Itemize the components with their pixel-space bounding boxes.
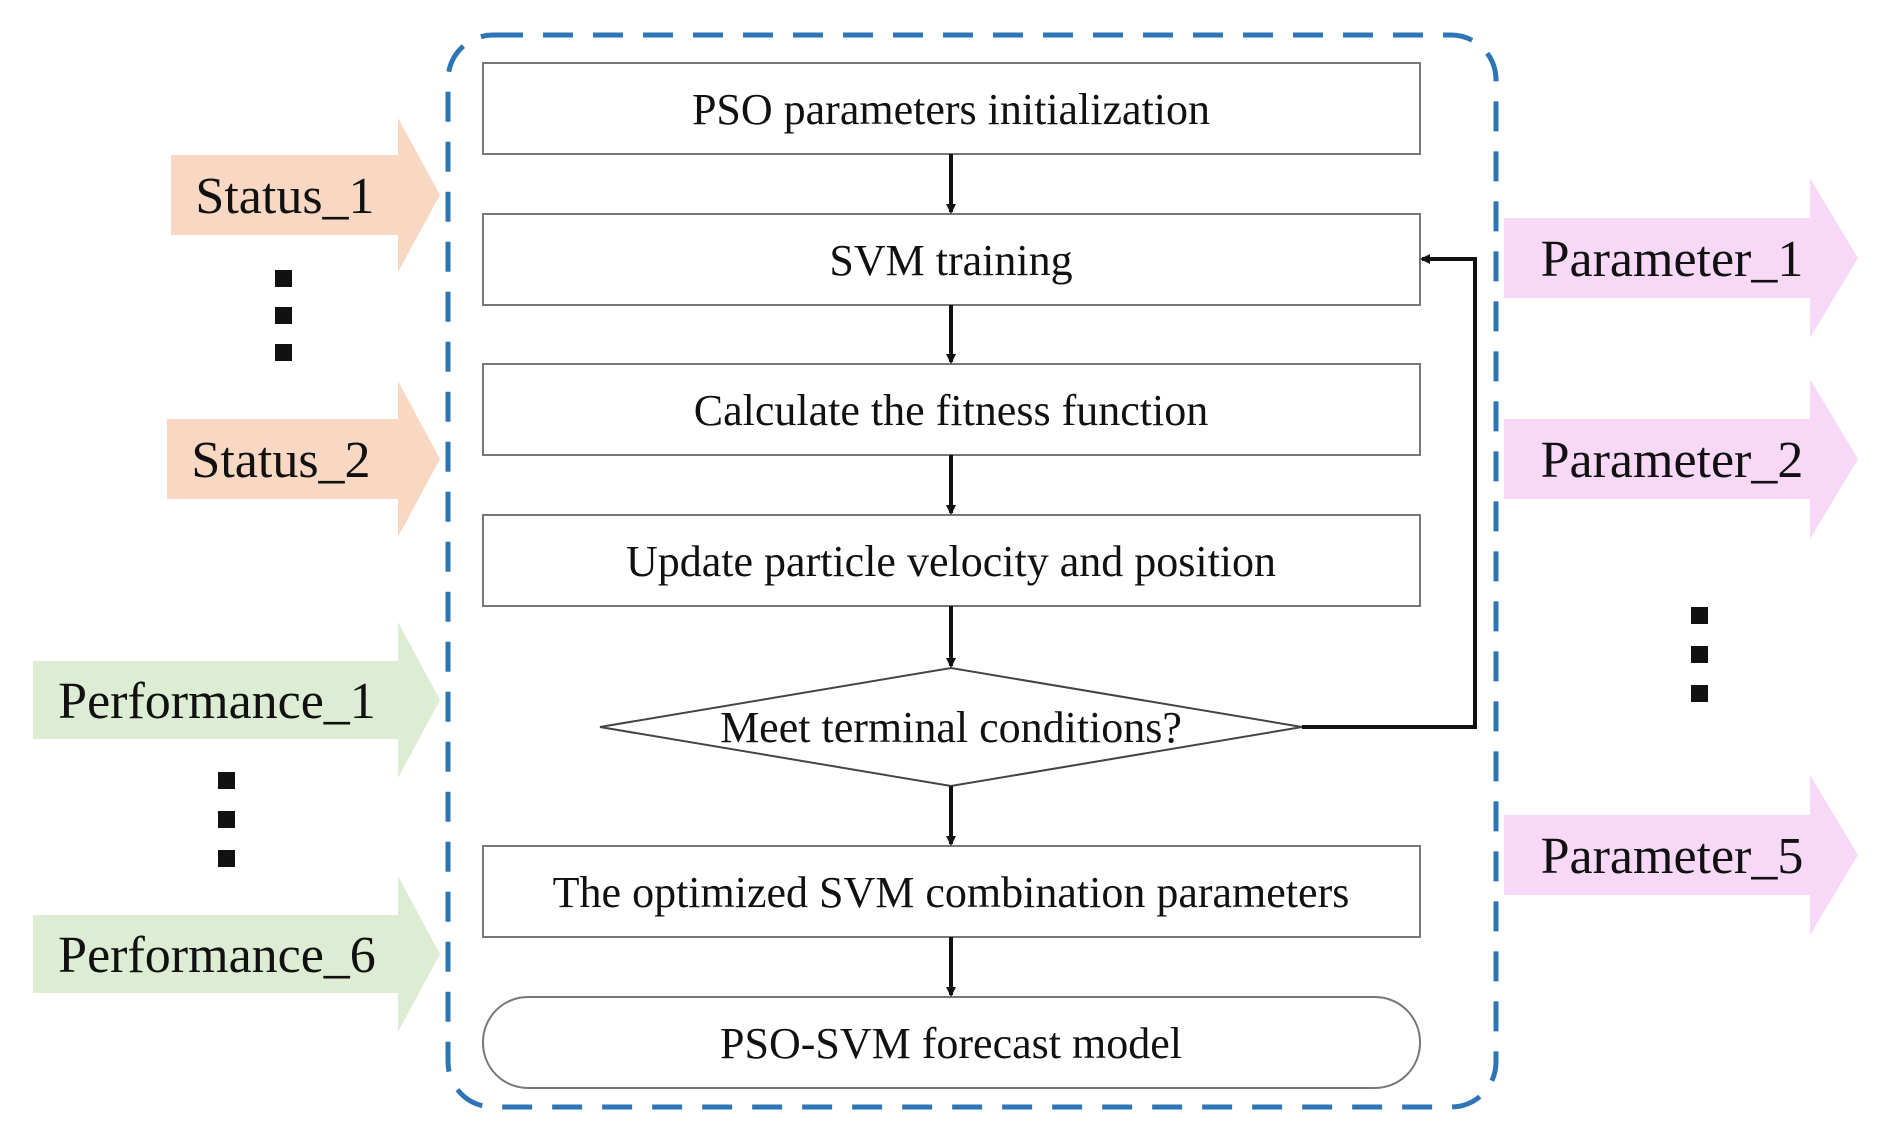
performance-6-label: Performance_6 bbox=[58, 927, 376, 984]
status-1-arrow bbox=[171, 118, 440, 272]
optimized-step-label: The optimized SVM combination parameters bbox=[553, 868, 1350, 917]
training-step-box bbox=[482, 213, 1421, 306]
performance-ellipsis bbox=[218, 772, 235, 867]
performance-1-label: Performance_1 bbox=[58, 673, 376, 730]
status-ellipsis bbox=[275, 270, 292, 361]
parameter-2-label: Parameter_2 bbox=[1541, 432, 1804, 489]
parameter-ellipsis bbox=[1691, 607, 1708, 702]
performance-6-arrow bbox=[33, 876, 440, 1032]
fitness-step-label: Calculate the fitness function bbox=[694, 386, 1208, 435]
parameter-5-label: Parameter_5 bbox=[1541, 828, 1804, 885]
init-step-label: PSO parameters initialization bbox=[692, 85, 1210, 134]
decision-label: Meet terminal conditions? bbox=[720, 703, 1182, 752]
pso-container-border bbox=[445, 32, 1499, 1110]
training-step-label: SVM training bbox=[829, 236, 1072, 285]
status-1-label: Status_1 bbox=[195, 168, 374, 225]
parameter-5-arrow bbox=[1504, 775, 1858, 935]
optimized-step-box bbox=[482, 845, 1421, 938]
parameter-2-arrow bbox=[1504, 379, 1858, 539]
init-step-box bbox=[482, 62, 1421, 155]
performance-1-arrow bbox=[33, 622, 440, 778]
parameter-1-arrow bbox=[1504, 178, 1858, 338]
fitness-step-box bbox=[482, 363, 1421, 456]
model-terminal-box bbox=[482, 996, 1421, 1089]
status-2-label: Status_2 bbox=[191, 432, 370, 489]
model-terminal-label: PSO-SVM forecast model bbox=[720, 1019, 1182, 1068]
status-2-arrow bbox=[167, 381, 440, 537]
update-step-label: Update particle velocity and position bbox=[626, 537, 1276, 586]
arrow-loop-back-to-training bbox=[1302, 254, 1477, 729]
parameter-1-label: Parameter_1 bbox=[1541, 231, 1804, 288]
